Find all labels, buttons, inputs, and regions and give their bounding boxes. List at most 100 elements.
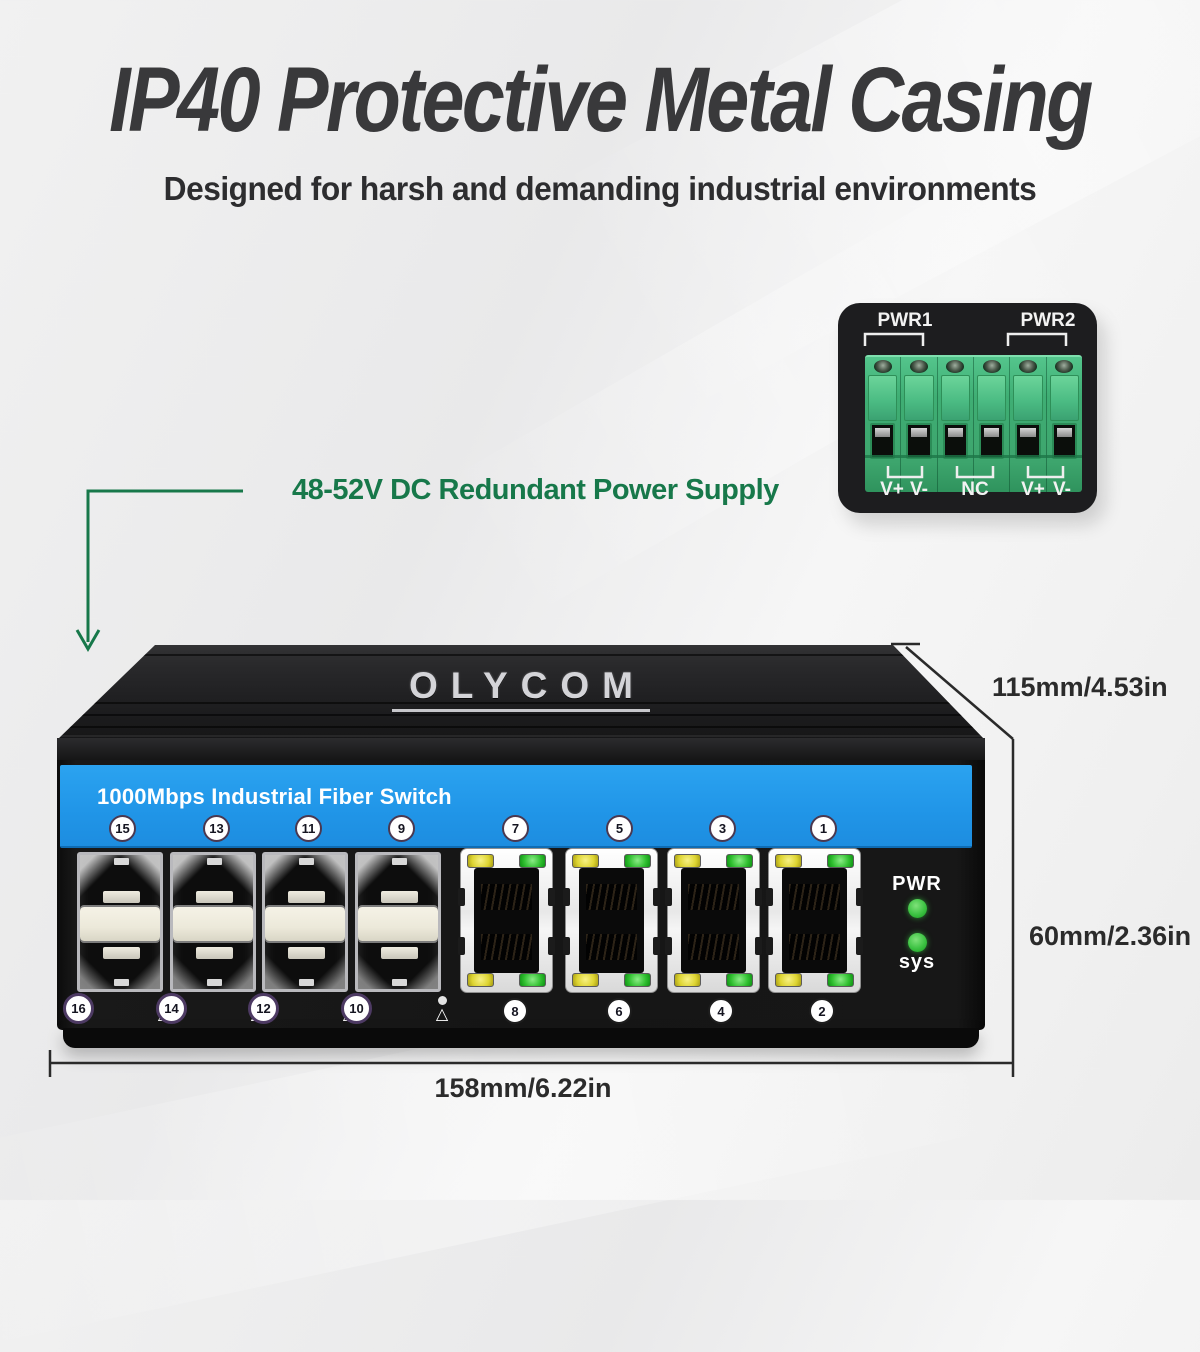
terminal-screw bbox=[1018, 360, 1037, 373]
terminal-screw bbox=[982, 360, 1001, 373]
link-led-yellow bbox=[674, 973, 701, 987]
sys-led-label: sys bbox=[898, 951, 936, 973]
sfp-nub bbox=[114, 858, 129, 865]
switch-top-panel: OLYCOM bbox=[57, 645, 985, 740]
bezel-notch bbox=[653, 888, 660, 906]
link-led-green bbox=[726, 973, 753, 987]
dimension-width: 158mm/6.22in bbox=[434, 1073, 612, 1103]
rj45-jack bbox=[474, 868, 539, 923]
link-led-yellow bbox=[572, 854, 599, 868]
terminal-cell bbox=[901, 357, 938, 492]
terminal-label-vminus: V- bbox=[910, 479, 928, 500]
port-number-top: 7 bbox=[502, 815, 529, 842]
terminal-block bbox=[865, 355, 1082, 492]
pwr-led bbox=[908, 899, 927, 918]
rj45-jack bbox=[681, 918, 746, 973]
switch-base bbox=[63, 1028, 979, 1048]
sys-led bbox=[908, 933, 927, 952]
sfp-clip bbox=[381, 947, 418, 959]
terminal-label-vplus: V+ bbox=[880, 479, 904, 500]
link-led-yellow bbox=[572, 973, 599, 987]
bezel-notch bbox=[548, 937, 555, 955]
terminal-screw bbox=[1055, 360, 1074, 373]
page-subtitle: Designed for harsh and demanding industr… bbox=[163, 170, 1037, 207]
terminal-contact bbox=[1056, 428, 1072, 437]
link-led-green bbox=[827, 854, 854, 868]
terminal-seam bbox=[865, 455, 1082, 458]
sfp-latch bbox=[173, 907, 253, 941]
pwr2-label: PWR2 bbox=[1020, 310, 1076, 331]
bezel-notch bbox=[458, 888, 465, 906]
tx-indicator: △ bbox=[429, 995, 455, 1023]
port-number-top: 9 bbox=[388, 815, 415, 842]
terminal-contact bbox=[947, 428, 963, 437]
bezel-notch bbox=[755, 937, 762, 955]
bezel-notch bbox=[856, 937, 863, 955]
sfp-clip bbox=[196, 891, 233, 903]
link-led-green bbox=[519, 973, 546, 987]
port-number-bottom-sfp: 16 bbox=[63, 992, 94, 1024]
bezel-notch bbox=[458, 937, 465, 955]
sfp-clip bbox=[103, 947, 140, 959]
rj45-port bbox=[458, 848, 555, 993]
link-led-green bbox=[827, 973, 854, 987]
arrow-up-icon: △ bbox=[435, 1003, 449, 1023]
sfp-nub bbox=[392, 979, 407, 986]
link-led-green bbox=[624, 973, 651, 987]
sfp-clip bbox=[103, 891, 140, 903]
brand-logo: OLYCOM bbox=[57, 665, 985, 712]
port-number-bottom-sfp: 12 bbox=[248, 992, 279, 1024]
rj45-jack bbox=[474, 918, 539, 973]
terminal-screw bbox=[946, 360, 965, 373]
terminal-clamp bbox=[976, 375, 1007, 421]
terminal-screw bbox=[909, 360, 928, 373]
sfp-clip bbox=[381, 891, 418, 903]
sfp-nub bbox=[392, 858, 407, 865]
bezel-notch bbox=[563, 888, 570, 906]
terminal-label-vplus: V+ bbox=[1021, 479, 1045, 500]
port-number-bottom-sfp: 10 bbox=[341, 992, 372, 1024]
terminal-clamp bbox=[1049, 375, 1079, 421]
pwr1-label: PWR1 bbox=[877, 310, 933, 331]
sfp-clip bbox=[288, 947, 325, 959]
link-led-yellow bbox=[775, 973, 802, 987]
terminal-clamp bbox=[904, 375, 934, 421]
terminal-cell bbox=[865, 357, 902, 492]
callout-arrowhead-icon bbox=[75, 629, 101, 652]
top-groove bbox=[57, 702, 985, 704]
dimension-depth: 115mm/4.53in bbox=[992, 672, 1168, 702]
port-number-bottom-rj45: 8 bbox=[502, 998, 528, 1024]
terminal-contact bbox=[875, 428, 891, 437]
port-number-top: 1 bbox=[810, 815, 837, 842]
sfp-indicator-group: ▽ 10 △ bbox=[341, 990, 455, 1026]
rj45-port bbox=[665, 848, 762, 993]
top-groove bbox=[57, 654, 985, 656]
terminal-contact bbox=[911, 428, 927, 437]
dimension-height: 60mm/2.36in bbox=[1029, 921, 1192, 951]
terminal-clamp bbox=[1013, 375, 1043, 421]
terminal-cell bbox=[1047, 357, 1082, 492]
rj45-jack bbox=[579, 868, 644, 923]
sfp-port bbox=[170, 852, 256, 992]
power-supply-callout: 48-52V DC Redundant Power Supply bbox=[292, 474, 779, 506]
led-dot bbox=[437, 995, 447, 1005]
port-number-top: 13 bbox=[203, 815, 230, 842]
port-number-top: 15 bbox=[109, 815, 136, 842]
bezel-notch bbox=[766, 888, 773, 906]
power-terminal-inset: PWR1 PWR2 V+ V- NC V+ V- bbox=[838, 303, 1097, 513]
terminal-screw bbox=[873, 360, 892, 373]
rj45-jack bbox=[782, 918, 847, 973]
bezel-notch bbox=[548, 888, 555, 906]
sfp-port bbox=[77, 852, 163, 992]
link-led-yellow bbox=[467, 854, 494, 868]
terminal-opening bbox=[978, 423, 1005, 459]
page-title: IP40 Protective Metal Casing bbox=[109, 49, 1093, 151]
port-number-top: 11 bbox=[295, 815, 322, 842]
port-number-bottom-rj45: 4 bbox=[708, 998, 734, 1024]
sfp-nub bbox=[299, 979, 314, 986]
port-number-bottom-rj45: 2 bbox=[809, 998, 835, 1024]
terminal-cell bbox=[1010, 357, 1047, 492]
sfp-nub bbox=[207, 858, 222, 865]
sfp-latch bbox=[265, 907, 345, 941]
model-banner-text: 1000Mbps Industrial Fiber Switch bbox=[97, 784, 452, 809]
